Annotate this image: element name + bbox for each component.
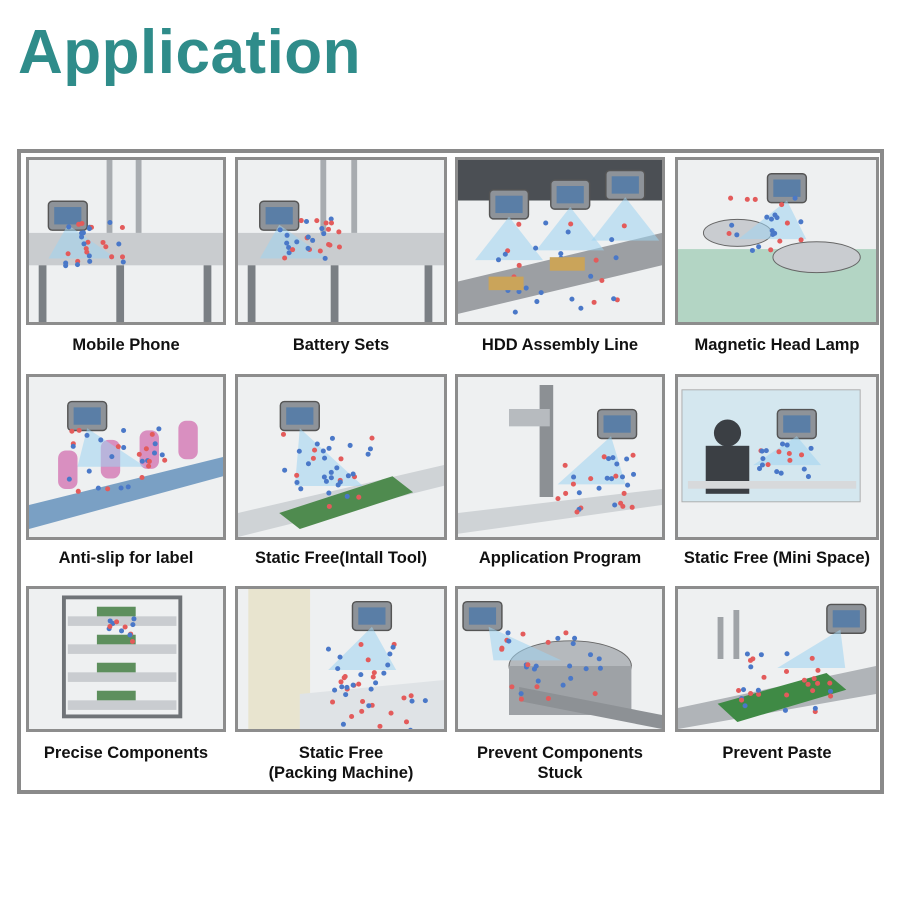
machine-icon [455, 374, 665, 540]
application-label: Magnetic Head Lamp [694, 336, 860, 354]
workbench-icon [235, 157, 447, 325]
application-label: HDD Assembly Line [481, 336, 639, 354]
page-title: Application [18, 18, 362, 87]
lamp-icon [675, 157, 879, 325]
bottle-line-icon [26, 374, 226, 540]
application-label: Battery Sets [292, 336, 390, 354]
application-label: Anti-slip for label [58, 549, 194, 567]
pcb-icon [675, 586, 879, 732]
application-label: Static Free (Mini Space) [683, 549, 871, 567]
application-label: Application Program [478, 549, 642, 567]
application-grid: Mobile Phone Battery Sets [17, 149, 884, 794]
cabinet-icon [675, 374, 879, 540]
packing-icon [235, 586, 447, 732]
application-label: Precise Components [43, 744, 209, 762]
rack-icon [26, 586, 226, 732]
conveyor-icon [455, 157, 665, 325]
application-label: Static Free(Intall Tool) [254, 549, 428, 567]
application-label: Static Free (Packing Machine) [268, 744, 414, 782]
workbench-icon [26, 157, 226, 325]
application-label: Prevent Components Stuck [477, 744, 643, 782]
application-label: Mobile Phone [72, 336, 180, 354]
application-label: Prevent Paste [722, 744, 832, 762]
ionizer-icon [235, 374, 447, 540]
bowl-feeder-icon [455, 586, 665, 732]
